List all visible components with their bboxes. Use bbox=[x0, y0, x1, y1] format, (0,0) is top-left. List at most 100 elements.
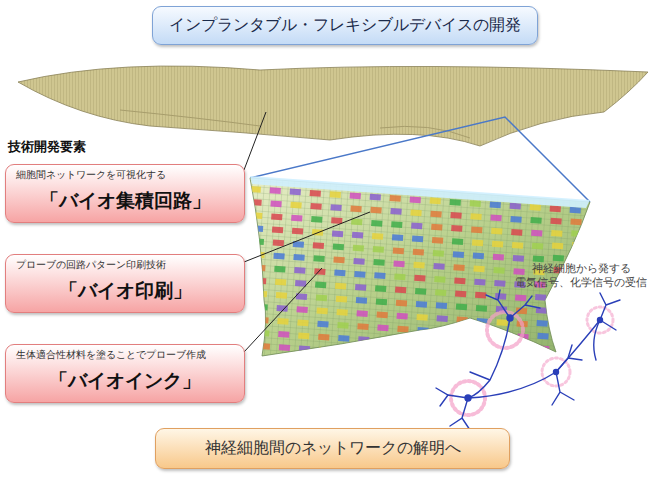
sensor-cell bbox=[256, 291, 267, 298]
sensor-cell bbox=[430, 198, 441, 205]
sensor-cell bbox=[553, 255, 564, 262]
sensor-cell bbox=[376, 312, 387, 319]
sensor-cell bbox=[297, 319, 308, 326]
sensor-cell bbox=[453, 264, 464, 271]
box-heading: 細胞間ネットワークを可視化する bbox=[16, 168, 234, 182]
sensor-cell bbox=[372, 233, 383, 240]
sensor-cell bbox=[350, 206, 361, 213]
sensor-cell bbox=[537, 333, 548, 340]
sensor-cell bbox=[456, 317, 467, 324]
sensor-cell bbox=[499, 359, 510, 366]
sensor-cell bbox=[357, 323, 368, 330]
sensor-cell bbox=[470, 213, 481, 220]
sensor-cell bbox=[436, 302, 447, 309]
sensor-cell bbox=[310, 190, 321, 197]
sensor-cell bbox=[552, 242, 563, 249]
sensor-cell bbox=[579, 348, 590, 355]
sensor-cell bbox=[291, 215, 302, 222]
device-sheet bbox=[18, 66, 648, 146]
sensor-cell bbox=[396, 313, 407, 320]
sensor-cell bbox=[254, 265, 265, 272]
sensor-cell bbox=[515, 294, 526, 301]
sensor-cell bbox=[439, 355, 450, 362]
sensor-cell bbox=[273, 240, 284, 247]
sensor-cell bbox=[370, 207, 381, 214]
sensor-cell bbox=[511, 229, 522, 236]
sensor-cell bbox=[490, 202, 501, 209]
sensor-cell bbox=[456, 304, 467, 311]
sensor-cell bbox=[450, 199, 461, 206]
sensor-cell bbox=[277, 318, 288, 325]
sensor-cell bbox=[519, 360, 530, 367]
box-heading: 生体適合性材料を塗ることでプローブ作成 bbox=[16, 348, 234, 362]
sensor-cell bbox=[473, 253, 484, 260]
signal-note: 神経細胞から発する 電気信号、化学信号の受信 bbox=[510, 262, 652, 289]
sensor-cell bbox=[535, 294, 546, 301]
sensor-cell bbox=[533, 256, 544, 263]
sensor-cell bbox=[413, 249, 424, 256]
sensor-cell bbox=[276, 292, 287, 299]
sensor-cell bbox=[510, 203, 521, 210]
sensor-cell bbox=[570, 207, 581, 214]
sensor-cell bbox=[471, 226, 482, 233]
sensor-cell bbox=[556, 316, 567, 323]
sensor-cell bbox=[313, 242, 324, 249]
sensor-cell bbox=[435, 289, 446, 296]
sensor-cell bbox=[336, 309, 347, 316]
sensor-cell bbox=[331, 217, 342, 224]
sensor-cell bbox=[475, 292, 486, 299]
sheet-fold bbox=[120, 110, 470, 138]
sensor-cell bbox=[573, 254, 584, 261]
sensor-cell bbox=[457, 330, 468, 337]
sensor-cell bbox=[433, 250, 444, 257]
sensor-cell bbox=[256, 304, 267, 311]
sensor-cell bbox=[399, 352, 410, 359]
sensor-cell bbox=[513, 255, 524, 262]
sensor-cell bbox=[378, 338, 389, 345]
sensor-cell bbox=[318, 334, 329, 341]
sensor-cell bbox=[512, 242, 523, 249]
sensor-cell bbox=[410, 209, 421, 216]
sensor-cell bbox=[413, 262, 424, 269]
title-box: インプランタブル・フレキシブルデバイスの開発 bbox=[152, 6, 538, 45]
sensor-cell bbox=[293, 254, 304, 261]
sensor-cell bbox=[374, 272, 385, 279]
box-heading: プローブの回路パターン印刷技術 bbox=[16, 258, 234, 272]
sensor-cell bbox=[418, 340, 429, 347]
sensor-cell bbox=[352, 232, 363, 239]
sensor-cell bbox=[411, 223, 422, 230]
sensor-cell bbox=[576, 301, 587, 308]
sensor-cell bbox=[438, 342, 449, 349]
sensor-cell bbox=[453, 251, 464, 258]
neurons bbox=[436, 290, 620, 430]
sensor-cell bbox=[570, 219, 581, 226]
sensor-cell bbox=[572, 242, 583, 249]
sensor-cell bbox=[451, 225, 462, 232]
sensor-cell bbox=[296, 306, 307, 313]
section-label: 技術開発要素 bbox=[8, 138, 86, 156]
sensor-cell bbox=[476, 305, 487, 312]
sensor-cell bbox=[450, 212, 461, 219]
sensor-cell bbox=[397, 326, 408, 333]
sensor-cell bbox=[536, 320, 547, 327]
sensor-cell bbox=[459, 356, 470, 363]
sensor-cell bbox=[335, 283, 346, 290]
sensor-cell bbox=[430, 211, 441, 218]
sensor-cell bbox=[353, 258, 364, 265]
sensor-cell bbox=[419, 353, 430, 360]
sensor-cell bbox=[454, 277, 465, 284]
sensor-cell bbox=[275, 279, 286, 286]
sensor-cell bbox=[273, 253, 284, 260]
sensor-cell bbox=[299, 346, 310, 353]
sensor-cell bbox=[575, 289, 586, 296]
sensor-cell bbox=[458, 343, 469, 350]
sensor-cell bbox=[433, 263, 444, 270]
sensor-cell bbox=[359, 349, 370, 356]
sensor-cell bbox=[510, 216, 521, 223]
element-box: プローブの回路パターン印刷技術「バイオ印刷」 bbox=[5, 254, 245, 313]
sensor-cell bbox=[518, 347, 529, 354]
sensor-cell bbox=[416, 301, 427, 308]
sensor-cell bbox=[251, 212, 262, 219]
sensor-cell bbox=[334, 270, 345, 277]
